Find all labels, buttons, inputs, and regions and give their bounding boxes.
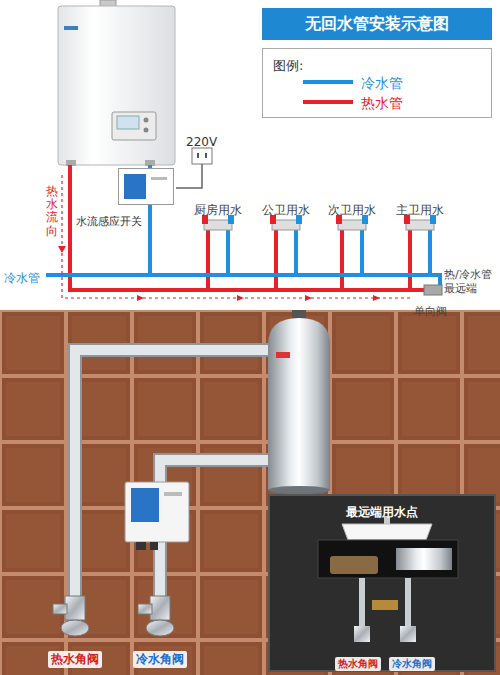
label-wrap: 单向阀 (414, 300, 447, 319)
power-socket (176, 148, 212, 188)
part-label: 冷水角阀 (133, 651, 187, 668)
water-heater (58, 0, 175, 166)
tile-wall (0, 310, 500, 675)
part-label: 冷水管 (4, 270, 40, 287)
label-wrap: 冷水管 (4, 267, 40, 287)
legend-text-wrap: 冷水管 (361, 73, 403, 93)
part-label: 单向阀 (414, 304, 447, 319)
node-text-wrap: 图例: (273, 55, 303, 75)
legend-line (303, 100, 353, 104)
supply-pipes (75, 350, 270, 600)
label-wrap: 冷水角阀 (367, 652, 457, 671)
flow-arrows (58, 175, 410, 301)
node-text: 水流感应开关 (76, 214, 142, 229)
part-label: 厨房用水 (194, 202, 242, 219)
label-wrap: 热水角阀 (30, 648, 120, 668)
part-label: 公卫用水 (262, 202, 310, 219)
part-label: 热水角阀 (335, 657, 381, 671)
node-text-wrap: 最远端用水点 (270, 501, 494, 521)
storage-tank (268, 310, 330, 494)
switch-screen (124, 174, 146, 199)
legend-text: 热水管 (361, 95, 403, 113)
part-label: 热水角阀 (48, 651, 102, 668)
part-label: 次卫用水 (328, 202, 376, 219)
part-label: 主卫用水 (396, 202, 444, 219)
part-label: 220V (186, 135, 217, 149)
switch-strip (151, 177, 167, 180)
cold-pipe (46, 165, 440, 286)
switch-housing (118, 168, 174, 205)
label-wrap: 220V (186, 131, 217, 150)
part-label: 冷水角阀 (389, 657, 435, 671)
label-wrap: 主卫用水 (375, 199, 465, 219)
label-wrap: 热/冷水管最远端 (444, 268, 498, 296)
flow-direction-label: 热水流向 (46, 185, 58, 238)
legend-box: 图例: 冷水管热水管 (262, 48, 492, 118)
label-wrap: 公卫用水 (241, 199, 331, 219)
far-end-sink (268, 494, 496, 672)
far-end-panel: 最远端用水点 (268, 494, 496, 672)
check-valve (424, 285, 442, 295)
angle-valves (53, 596, 174, 636)
legend-line (303, 80, 353, 84)
pump-unit (125, 482, 189, 550)
label-wrap: 热水流向 (46, 185, 58, 238)
title-text: 无回水管安装示意图 (305, 8, 449, 40)
hot-pipe (70, 165, 426, 290)
title-banner: 无回水管安装示意图 (262, 8, 492, 40)
label-wrap: 次卫用水 (307, 199, 397, 219)
faucets (202, 215, 436, 230)
legend-text: 冷水管 (361, 75, 403, 93)
label-wrap: 冷水角阀 (115, 648, 205, 668)
node-text-wrap: 水流感应开关 (76, 210, 142, 229)
label-wrap: 厨房用水 (173, 199, 263, 219)
node-text: 最远端用水点 (346, 504, 418, 521)
legend-text-wrap: 热水管 (361, 93, 403, 113)
flow-switch: 水流感应开关 (76, 168, 176, 226)
node-text: 图例: (273, 57, 303, 75)
part-label: 热/冷水管最远端 (444, 268, 498, 296)
